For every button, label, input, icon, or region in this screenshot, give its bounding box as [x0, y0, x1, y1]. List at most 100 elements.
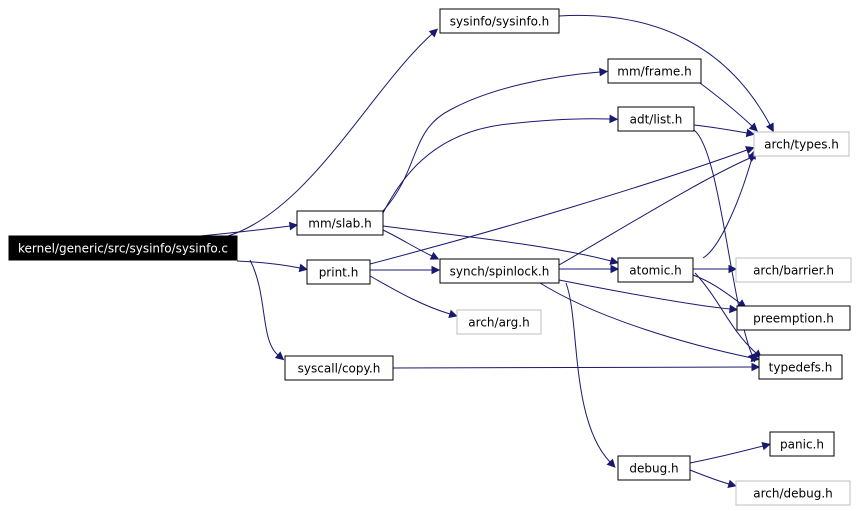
node-mm-slab-h[interactable]: mm/slab.h [296, 210, 384, 236]
edge-print_h-to-spinlock [370, 265, 441, 275]
node-arch-types-h: arch/types.h [753, 131, 850, 157]
arrowhead [431, 265, 441, 275]
nodes-layer: kernel/generic/src/sysinfo/sysinfo.c sysi… [8, 8, 852, 506]
edge-line [558, 279, 731, 310]
node-mm-frame-h[interactable]: mm/frame.h [607, 58, 702, 84]
arrowhead [599, 67, 609, 77]
edge-spinlock-to-arch_types [558, 154, 758, 266]
node-box [736, 305, 851, 331]
arrowhead [609, 256, 619, 266]
node-panic-h[interactable]: panic.h [769, 431, 835, 457]
node-label: arch/barrier.h [753, 264, 834, 278]
node-box [439, 8, 560, 34]
arrowhead [448, 309, 458, 318]
node-label: print.h [319, 266, 359, 280]
node-box [439, 258, 560, 284]
node-preemption-h[interactable]: preemption.h [736, 305, 851, 331]
node-synch-spinlock-h[interactable]: synch/spinlock.h [439, 258, 560, 284]
node-label: atomic.h [629, 264, 681, 278]
node-adt-list-h[interactable]: adt/list.h [617, 106, 695, 132]
edge-atomic-to-arch_barrier [693, 264, 738, 274]
edge-root-to-mm_slab [199, 221, 299, 237]
node-box [617, 106, 695, 132]
node-box [8, 235, 238, 261]
node-label: kernel/generic/src/sysinfo/sysinfo.c [18, 242, 228, 256]
arrowhead [750, 353, 760, 363]
arrowhead [610, 264, 620, 274]
node-label: mm/slab.h [308, 217, 371, 231]
edge-line [689, 445, 764, 464]
edge-mm_slab-to-adt_list [382, 114, 619, 214]
node-box [296, 210, 384, 236]
edge-line [249, 259, 279, 356]
edge-line [369, 275, 451, 315]
node-label: adt/list.h [630, 113, 683, 127]
edge-spinlock-to-typedefs [539, 282, 760, 363]
node-box [456, 309, 542, 335]
edge-line [236, 260, 301, 269]
node-arch-debug-h: arch/debug.h [735, 480, 851, 506]
node-label: typedefs.h [769, 361, 833, 375]
node-box [735, 480, 851, 506]
node-box [758, 354, 843, 380]
node-box [306, 259, 371, 285]
node-box [607, 58, 702, 84]
arrowhead [745, 128, 755, 138]
edge-mm_slab-to-spinlock [382, 229, 440, 260]
arrowhead [765, 122, 774, 133]
edge-line [699, 82, 753, 127]
node-label: syscall/copy.h [298, 362, 381, 376]
edge-line [539, 282, 753, 359]
arrowhead [428, 28, 439, 38]
node-box [769, 431, 835, 457]
arrowhead [288, 221, 299, 231]
arrowhead [748, 122, 758, 132]
node-box [284, 355, 394, 381]
edge-line [227, 33, 433, 237]
edge-syscall_copy-to-typedefs [392, 362, 761, 372]
edge-line [558, 14, 771, 126]
edge-line [689, 469, 730, 485]
node-kernel-generic-src-sysinfo-sysinfo-c[interactable]: kernel/generic/src/sysinfo/sysinfo.c [8, 235, 238, 261]
edge-print_h-to-arch_types [369, 146, 755, 265]
edge-line [694, 272, 757, 354]
edge-mm_frame-to-arch_types [699, 82, 758, 132]
edge-line [392, 366, 753, 369]
edge-line [382, 118, 611, 214]
edge-line [382, 229, 433, 257]
node-atomic-h[interactable]: atomic.h [617, 257, 694, 283]
arrowhead [274, 351, 285, 361]
edge-spinlock-to-debug [565, 282, 616, 468]
edge-line [382, 225, 612, 262]
edges-layer [199, 14, 774, 489]
arrowhead [298, 263, 308, 273]
edge-spinlock-to-preemption [558, 279, 739, 314]
edge-line [369, 149, 748, 265]
arrowhead [727, 479, 737, 489]
edge-mm_slab-to-atomic [382, 225, 619, 266]
node-label: mm/frame.h [617, 65, 691, 79]
edge-mm_slab-to-mm_frame [382, 67, 609, 212]
node-box [735, 257, 852, 283]
node-sysinfo-sysinfo-h[interactable]: sysinfo/sysinfo.h [439, 8, 560, 34]
arrowhead [728, 264, 738, 274]
edge-line [565, 282, 611, 463]
node-typedefs-h[interactable]: typedefs.h [758, 354, 843, 380]
node-debug-h[interactable]: debug.h [617, 455, 691, 481]
arrowhead [751, 362, 761, 372]
node-print-h[interactable]: print.h [306, 259, 371, 285]
node-label: arch/debug.h [753, 487, 833, 501]
node-label: sysinfo/sysinfo.h [450, 15, 549, 29]
node-label: synch/spinlock.h [450, 265, 550, 279]
node-label: preemption.h [753, 312, 834, 326]
edge-line [382, 71, 601, 212]
node-label: debug.h [629, 462, 678, 476]
node-box [753, 131, 850, 157]
node-label: panic.h [780, 438, 824, 452]
edge-line [558, 157, 751, 266]
node-syscall-copy-h[interactable]: syscall/copy.h [284, 355, 394, 381]
arrowhead [745, 146, 755, 155]
arrowhead [606, 458, 616, 468]
edge-root-to-syscall_copy [249, 259, 285, 361]
